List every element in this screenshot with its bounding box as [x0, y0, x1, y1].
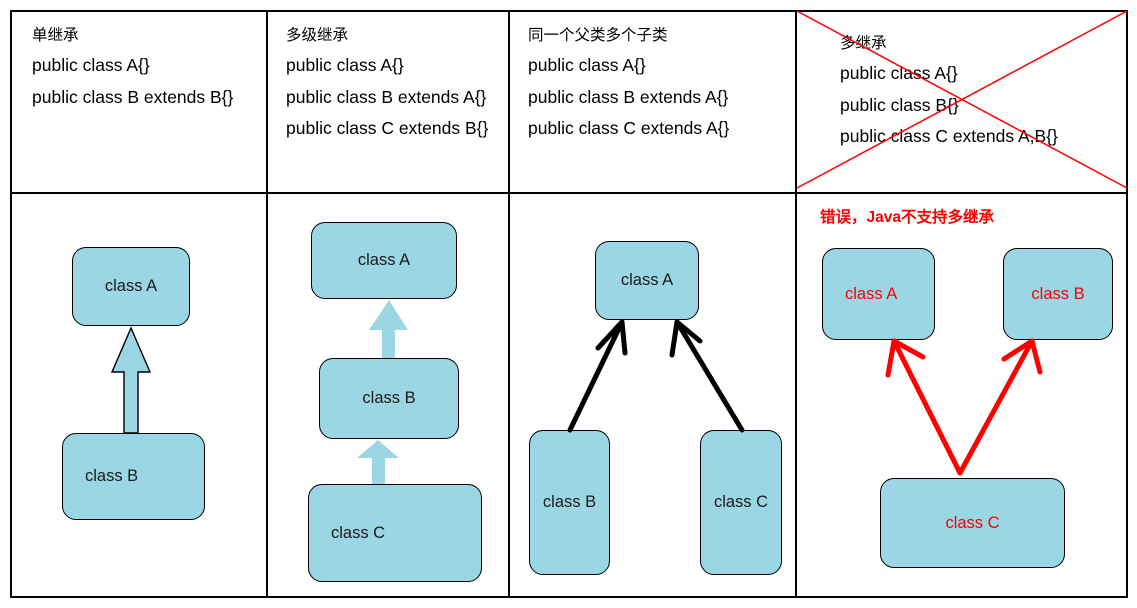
class-box-a-single: class A — [72, 247, 190, 326]
class-box-label: class B — [542, 493, 597, 511]
class-box-a-multiple: class A — [822, 248, 935, 340]
class-box-label: class A — [845, 284, 898, 303]
multiple-inheritance-warning: 错误，Java不支持多继承 — [820, 209, 994, 226]
class-box-label: class A — [620, 271, 674, 289]
class-box-a-siblings: class A — [595, 241, 699, 320]
row-divider — [12, 192, 1126, 194]
code-line: public class B extends B{} — [32, 86, 234, 107]
column-divider-1 — [266, 12, 268, 596]
cell-text-single: 单继承 public class A{} public class B exte… — [12, 12, 266, 192]
heading-multiple: 多继承 — [840, 35, 887, 52]
code-line: public class C extends B{} — [286, 118, 489, 139]
class-box-label: class C — [713, 493, 769, 511]
class-box-b-siblings: class B — [529, 430, 610, 575]
cell-text-multiple: 多继承 public class A{} public class B{} pu… — [795, 20, 1128, 200]
class-box-label: class A — [104, 277, 158, 295]
class-box-a-multilevel: class A — [311, 222, 457, 299]
code-line: public class C extends A,B{} — [840, 126, 1058, 147]
column-divider-3 — [795, 12, 797, 596]
code-line: public class A{} — [32, 55, 150, 76]
class-box-label: class B — [362, 389, 416, 407]
column-divider-2 — [508, 12, 510, 596]
heading-single: 单继承 — [32, 27, 79, 44]
cell-text-siblings: 同一个父类多个子类 public class A{} public class … — [508, 12, 795, 192]
class-box-b-multiple: class B — [1003, 248, 1113, 340]
code-line: public class B extends A{} — [528, 86, 729, 107]
comparison-table — [10, 10, 1128, 598]
class-box-b-multilevel: class B — [319, 358, 459, 439]
class-box-label: class B — [85, 467, 139, 485]
code-line: public class C extends A{} — [528, 118, 730, 139]
class-box-label: class C — [945, 513, 1000, 532]
class-box-c-siblings: class C — [700, 430, 782, 575]
code-line: public class A{} — [286, 55, 404, 76]
code-line: public class B extends A{} — [286, 86, 487, 107]
class-box-c-multilevel: class C — [308, 484, 482, 582]
heading-siblings: 同一个父类多个子类 — [528, 27, 668, 44]
class-box-b-single: class B — [62, 433, 205, 520]
heading-multilevel: 多级继承 — [286, 27, 349, 44]
code-line: public class B{} — [840, 94, 959, 115]
cell-text-multilevel: 多级继承 public class A{} public class B ext… — [266, 12, 508, 192]
class-box-label: class A — [357, 251, 411, 269]
class-box-c-multiple: class C — [880, 478, 1065, 568]
class-box-label: class C — [331, 523, 386, 542]
code-line: public class A{} — [528, 55, 646, 76]
code-line: public class A{} — [840, 63, 958, 84]
class-box-label: class B — [1031, 284, 1085, 303]
